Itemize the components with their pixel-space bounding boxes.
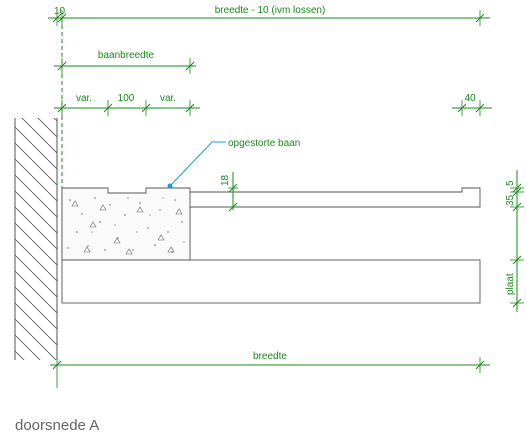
dim-right-margin-label: 40 <box>464 93 476 104</box>
dim-height-35-label: 35 <box>505 194 516 206</box>
dim-height-5-label: 5 <box>505 180 516 186</box>
concrete-track <box>61 187 191 261</box>
dim-bottom: breedte <box>50 351 490 388</box>
dim-track-width-label: baanbreedte <box>98 50 155 61</box>
dim-track-core-label: 100 <box>118 93 135 104</box>
callout-opgestorte-baan: opgestorte baan <box>167 138 300 189</box>
dim-right-margin: 40 <box>452 93 492 116</box>
callout-label: opgestorte baan <box>228 138 300 149</box>
dim-height-18-label: 18 <box>220 174 231 186</box>
dim-offset-label: 10 <box>54 6 66 17</box>
dim-top-width-label: breedte - 10 (ivm lossen) <box>215 5 326 16</box>
dim-top: 10 breedte - 10 (ivm lossen) <box>48 5 490 26</box>
dim-var-100-var: var. 100 var. <box>54 93 200 116</box>
dim-var-left-label: var. <box>76 93 92 104</box>
dim-var-right-label: var. <box>160 93 176 104</box>
dim-bottom-width-label: breedte <box>253 351 287 362</box>
dim-height-18: 18 <box>220 172 238 212</box>
plate <box>61 259 481 304</box>
dim-right-vertical: 5 35 plaat <box>505 170 524 312</box>
section-caption: doorsnede A <box>15 417 99 434</box>
wall <box>14 118 58 360</box>
dim-height-plaat-label: plaat <box>505 273 516 295</box>
dim-track-width: baanbreedte <box>54 50 196 74</box>
